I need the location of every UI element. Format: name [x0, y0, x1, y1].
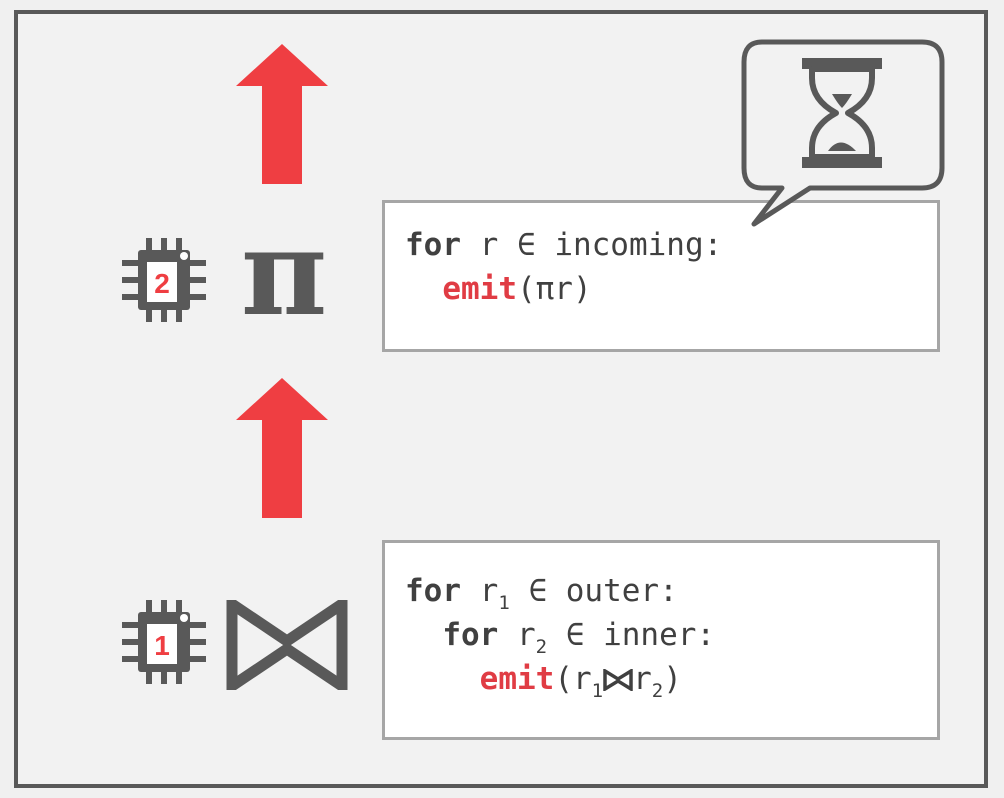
- code-keyword: for: [405, 573, 461, 609]
- code-text: (πr): [516, 271, 592, 307]
- cpu-badge-2: 2: [154, 268, 170, 299]
- code-text: r ∈ incoming:: [461, 227, 723, 263]
- cpu-chip-2-icon: 2: [118, 238, 210, 322]
- code-keyword: for: [405, 227, 461, 263]
- join-operator-symbol-icon: [226, 600, 348, 690]
- code-keyword: for: [442, 617, 499, 653]
- projection-operator-symbol: π: [240, 203, 328, 342]
- code-line: for r ∈ incoming:: [405, 223, 937, 267]
- upper-up-arrow: [236, 44, 328, 184]
- cpu-chip-1-icon: 1: [118, 600, 210, 684]
- hourglass-icon: [802, 58, 882, 168]
- code-line: for r2 ∈ inner:: [442, 617, 716, 658]
- lower-up-arrow: [236, 378, 328, 518]
- cpu-badge-1: 1: [154, 630, 170, 661]
- waiting-speech-bubble: [741, 39, 945, 227]
- join-inline-icon: [603, 669, 633, 691]
- code-line: emit(πr): [405, 267, 937, 311]
- emit-keyword: emit: [442, 271, 517, 307]
- code-line: for r1 ∈ outer:: [405, 573, 678, 614]
- projection-code-box: for r ∈ incoming: emit(πr): [382, 200, 940, 352]
- emit-keyword: emit: [479, 661, 555, 697]
